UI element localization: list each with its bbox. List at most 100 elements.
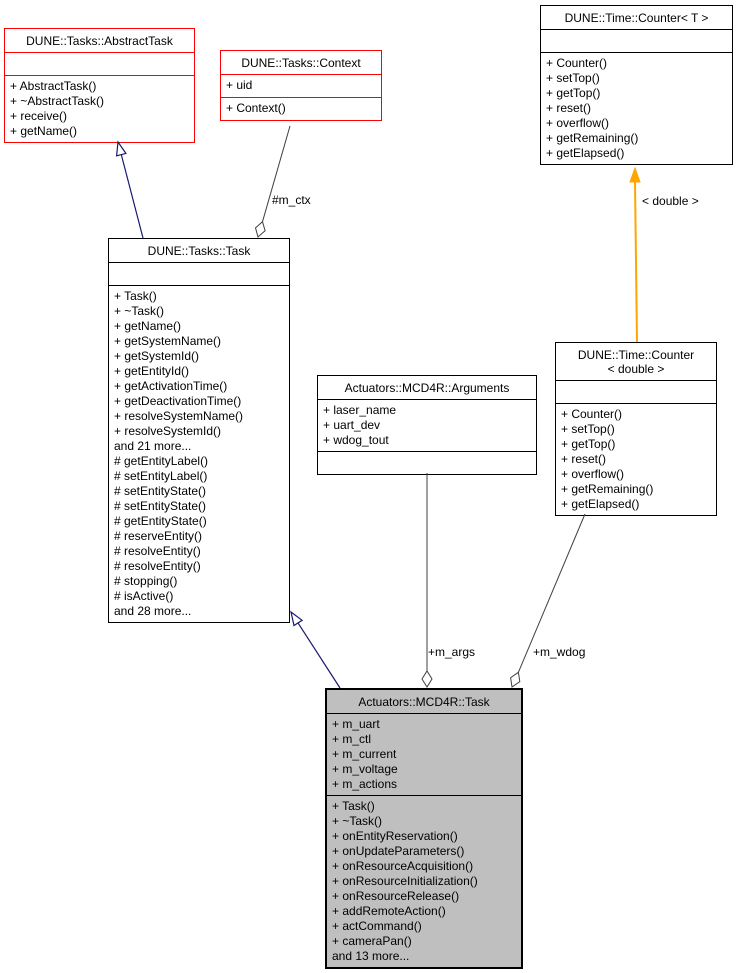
member-row: + reset()	[561, 452, 607, 466]
member-row: + getDeactivationTime()	[114, 394, 242, 408]
attributes-section: + uid	[221, 74, 381, 97]
member-row: + Counter()	[546, 56, 608, 70]
class-box-mcd4r-task[interactable]: Actuators::MCD4R::Task + m_uart+ m_ctl+ …	[325, 688, 523, 969]
class-box-arguments[interactable]: Actuators::MCD4R::Arguments + laser_name…	[317, 375, 537, 475]
class-title: DUNE::Tasks::Context	[241, 56, 361, 70]
member-row: + uid	[226, 78, 253, 92]
edge-aggregation-m-ctx	[262, 125, 291, 222]
member-row: + onResourceRelease()	[332, 889, 460, 903]
attributes-section: + laser_name+ uart_dev+ wdog_tout	[318, 399, 536, 451]
methods-section	[318, 451, 536, 474]
member-row: and 28 more...	[114, 604, 192, 618]
inheritance-arrowhead-icon	[115, 140, 127, 157]
edge-label-template-double: < double >	[642, 194, 699, 208]
member-row: + onResourceInitialization()	[332, 874, 478, 888]
class-box-abstract-task[interactable]: DUNE::Tasks::AbstractTask + AbstractTask…	[4, 28, 195, 143]
inheritance-arrowhead-icon	[290, 610, 304, 627]
member-row: + m_ctl	[332, 732, 372, 746]
member-row: # stopping()	[114, 574, 178, 588]
member-row: + receive()	[10, 109, 68, 123]
methods-section: + AbstractTask()+ ~AbstractTask()+ recei…	[5, 75, 194, 142]
class-title: Actuators::MCD4R::Task	[358, 695, 490, 709]
aggregation-diamond-icon	[254, 220, 266, 238]
member-row: + onUpdateParameters()	[332, 844, 465, 858]
member-row: + getElapsed()	[546, 146, 625, 160]
member-row: + getName()	[114, 319, 182, 333]
member-row: # resolveEntity()	[114, 559, 201, 573]
methods-section: + Counter()+ setTop()+ getTop()+ reset()…	[556, 403, 716, 515]
class-title-line2: < double >	[607, 362, 665, 376]
attributes-section	[556, 380, 716, 403]
member-row: + onEntityReservation()	[332, 829, 458, 843]
member-row: + getTop()	[561, 437, 616, 451]
member-row: + getActivationTime()	[114, 379, 228, 393]
member-row: + cameraPan()	[332, 934, 412, 948]
member-row: + setTop()	[546, 71, 600, 85]
member-row: + setTop()	[561, 422, 615, 436]
member-row: # isActive()	[114, 589, 174, 603]
member-row: + Context()	[226, 101, 286, 115]
member-row: # setEntityState()	[114, 499, 207, 513]
class-title: DUNE::Tasks::AbstractTask	[26, 34, 173, 48]
class-title: DUNE::Time::Counter< double >	[556, 343, 716, 380]
aggregation-diamond-icon	[510, 671, 521, 688]
member-row: # getEntityLabel()	[114, 454, 209, 468]
member-row: + AbstractTask()	[10, 79, 97, 93]
edge-inheritance-mcd4rtask-task	[297, 622, 341, 689]
edge-label-m-ctx: #m_ctx	[272, 193, 311, 207]
member-row: + resolveSystemId()	[114, 424, 222, 438]
attributes-section	[5, 52, 194, 75]
attributes-section	[109, 262, 289, 285]
class-box-context[interactable]: DUNE::Tasks::Context + uid + Context()	[220, 50, 382, 121]
class-title-line1: DUNE::Time::Counter	[577, 348, 695, 362]
member-row: + m_actions	[332, 777, 398, 791]
member-row: # resolveEntity()	[114, 544, 201, 558]
member-row: + getSystemName()	[114, 334, 222, 348]
member-row: + wdog_tout	[323, 433, 389, 447]
member-row: + ~AbstractTask()	[10, 94, 105, 108]
methods-section: + Counter()+ setTop()+ getTop()+ reset()…	[541, 52, 732, 164]
member-row: # setEntityState()	[114, 484, 207, 498]
class-title: Actuators::MCD4R::Arguments	[344, 381, 510, 395]
member-row: + addRemoteAction()	[332, 904, 446, 918]
member-row: + Task()	[332, 799, 375, 813]
member-row: + overflow()	[546, 116, 610, 130]
class-box-task[interactable]: DUNE::Tasks::Task + Task()+ ~Task()+ get…	[108, 238, 290, 623]
member-row: + resolveSystemName()	[114, 409, 244, 423]
member-row: + getRemaining()	[546, 131, 639, 145]
template-arrowhead-icon	[629, 166, 641, 183]
member-row: + ~Task()	[114, 304, 165, 318]
member-row: + getEntityId()	[114, 364, 190, 378]
methods-section: + Task()+ ~Task()+ onEntityReservation()…	[327, 795, 521, 967]
member-row: + reset()	[546, 101, 592, 115]
member-row: + Counter()	[561, 407, 623, 421]
member-row: and 13 more...	[332, 949, 410, 963]
member-row: # getEntityState()	[114, 514, 207, 528]
edge-template-counterdouble-countert	[634, 181, 638, 343]
methods-section: + Context()	[221, 97, 381, 120]
member-row: + onResourceAcquisition()	[332, 859, 474, 873]
member-row: + m_current	[332, 747, 397, 761]
class-title: DUNE::Tasks::Task	[147, 244, 251, 258]
member-row: + getName()	[10, 124, 78, 138]
attributes-section	[541, 29, 732, 52]
member-row: + actCommand()	[332, 919, 422, 933]
member-row: # setEntityLabel()	[114, 469, 208, 483]
member-row: + overflow()	[561, 467, 625, 481]
member-row: # reserveEntity()	[114, 529, 203, 543]
edge-inheritance-task-abstracttask	[120, 154, 144, 239]
member-row: + m_voltage	[332, 762, 398, 776]
member-row: + ~Task()	[332, 814, 383, 828]
class-box-counter-double[interactable]: DUNE::Time::Counter< double > + Counter(…	[555, 342, 717, 516]
member-row: + getRemaining()	[561, 482, 654, 496]
member-row: + getElapsed()	[561, 497, 640, 511]
edge-label-m-wdog: +m_wdog	[533, 645, 586, 659]
member-row: + getSystemId()	[114, 349, 200, 363]
class-box-counter-t[interactable]: DUNE::Time::Counter< T > + Counter()+ se…	[540, 5, 733, 165]
methods-section: + Task()+ ~Task()+ getName()+ getSystemN…	[109, 285, 289, 622]
member-row: + Task()	[114, 289, 157, 303]
edge-label-m-args: +m_args	[428, 645, 476, 659]
attributes-section: + m_uart+ m_ctl+ m_current+ m_voltage+ m…	[327, 713, 521, 795]
member-row: + uart_dev	[323, 418, 381, 432]
member-row: + laser_name	[323, 403, 397, 417]
